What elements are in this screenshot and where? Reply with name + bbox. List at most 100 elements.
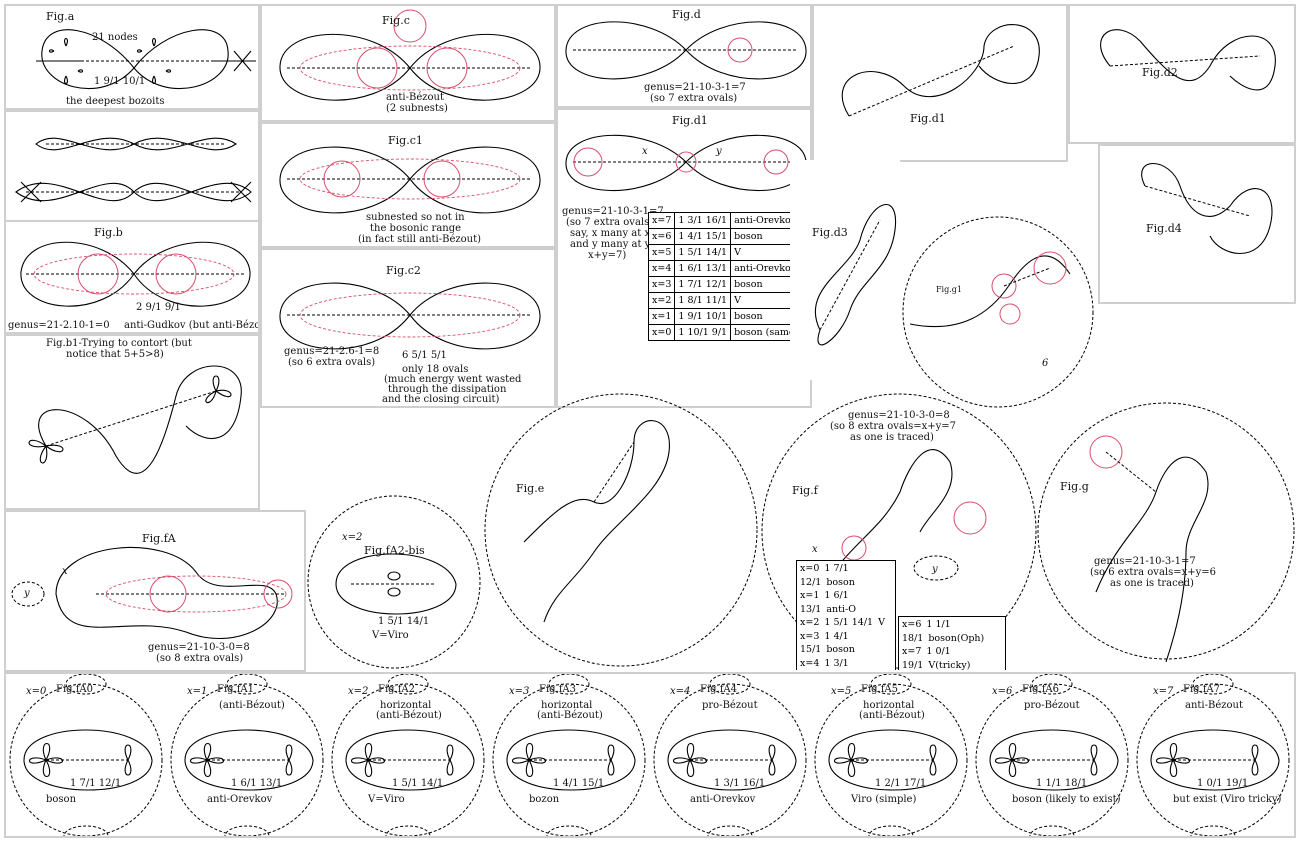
panel-fig-d4: Fig.d4 xyxy=(1098,144,1296,304)
fig-g-genus3: as one is traced) xyxy=(1110,578,1194,589)
bottom-figure-note: V=Viro xyxy=(368,794,405,805)
fig-fA-genus2: (so 8 extra ovals) xyxy=(156,653,243,664)
bottom-figure-fraction: 1 6/1 13/1 xyxy=(231,778,282,789)
fig-g1-title: Fig.g1 xyxy=(936,284,962,295)
table-d1-cell-x: x=5 xyxy=(649,245,675,261)
panel-fig-fA: Fig.fA x y genus=21-10-3-0=8 (so 8 extra… xyxy=(4,510,306,672)
fig-g1-drawing xyxy=(900,214,1096,410)
table-f-left-frac: 1 5/1 14/1 xyxy=(824,617,873,628)
fig-g-genus: genus=21-10-3-1=7 xyxy=(1094,556,1196,567)
table-f-left-x: x=1 xyxy=(800,590,819,601)
bottom-figure-title: Fig.fA7 xyxy=(1183,684,1220,695)
bottom-figure: x=6Fig.fA6pro-Bézout1 1/1 18/1boson (lik… xyxy=(972,674,1132,838)
fig-b1-drawing xyxy=(6,336,260,510)
fig-fA-genus: genus=21-10-3-0=8 xyxy=(148,642,250,653)
fig-fA2-bis-title: Fig.fA2-bis xyxy=(364,544,425,557)
fig-c-caption: anti-Bézout xyxy=(386,92,444,103)
table-d1-cell-x: x=7 xyxy=(649,213,675,229)
fig-b-fraction: 2 9/1 9/1 xyxy=(136,302,181,313)
table-d1-cell-frac: 1 4/1 15/1 xyxy=(675,229,731,245)
panel-fig-c: Fig.c anti-Bézout (2 subnests) xyxy=(260,4,556,122)
bottom-figure-x: x=0 xyxy=(26,686,46,697)
bottom-figure-top: pro-Bézout xyxy=(1024,700,1080,711)
bottom-figure-title: Fig.fA1 xyxy=(217,684,254,695)
table-d1-cell-x: x=0 xyxy=(649,325,675,341)
fig-d-title: Fig.d xyxy=(672,8,701,21)
fig-c1-caption: subnested so not in xyxy=(366,212,465,223)
bottom-figure-fraction: 1 5/1 14/1 xyxy=(392,778,443,789)
bottom-figure-fraction: 1 1/1 18/1 xyxy=(1036,778,1087,789)
fig-g-title: Fig.g xyxy=(1060,480,1089,493)
panel-fig-b: Fig.b 2 9/1 9/1 genus=21-2.10-1=0 anti-G… xyxy=(4,220,260,334)
fig-f-genus3: as one is traced) xyxy=(850,432,934,443)
fig-c2-fraction: 6 5/1 5/1 xyxy=(402,350,447,361)
fig-fA2-bis-fraction: 1 5/1 14/1 xyxy=(378,616,429,627)
bottom-figure: x=3Fig.fA3horizontal(anti-Bézout)1 4/1 1… xyxy=(489,674,649,838)
table-d1-row: x=41 6/1 13/1anti-Orevkov xyxy=(649,261,802,277)
bottom-figure-title: Fig.fA0 xyxy=(56,684,93,695)
panel-fig-f: genus=21-10-3-0=8 (so 8 extra ovals=x+y=… xyxy=(760,392,1038,670)
fig-c1-caption2: the bosonic range xyxy=(370,223,461,234)
table-f-right-x: x=7 xyxy=(902,646,921,657)
table-d1-cell-frac: 1 7/1 12/1 xyxy=(675,277,731,293)
fig-d1-genus3: say, x many at x xyxy=(570,228,650,239)
panel-fig-d1-large: Fig.d1 xyxy=(812,4,1068,162)
bottom-figure-note: anti-Orevkov xyxy=(207,794,272,805)
panel-bottom-row: x=0 Fig.fA0 1 7/1 12/1 boson x=1 Fig.fA1 (anti… xyxy=(4,672,1296,838)
bottom-figure-drawing xyxy=(489,674,649,838)
fig-b-note: anti-Gudkov (but anti-Bézout) xyxy=(124,320,260,331)
bottom-figure-fraction: 1 7/1 12/1 xyxy=(70,778,121,789)
bottom-figure-fraction: 1 0/1 19/1 xyxy=(1197,778,1248,789)
fig-b-drawing xyxy=(6,222,260,334)
fig-f-x: x xyxy=(812,544,818,555)
table-d1-cell-x: x=4 xyxy=(649,261,675,277)
fig-b1-title: Fig.b1-Trying to contort (but xyxy=(46,338,192,349)
bottom-figure-x: x=3 xyxy=(509,686,529,697)
fig-d1-genus4: and y many at y, xyxy=(570,239,652,250)
table-f-left-row: x=31 4/1 15/1boson xyxy=(800,630,892,657)
bottom-figure-note: boson (likely to exist) xyxy=(1012,794,1121,805)
bottom-figure-drawing xyxy=(811,674,971,838)
fig-fA2-bis-x: x=2 xyxy=(342,532,362,543)
fig-c2-genus: genus=21-2.6-1=8 xyxy=(284,346,379,357)
fig-c2-genus2: (so 6 extra ovals) xyxy=(288,357,375,368)
bottom-figure-drawing xyxy=(6,674,166,838)
fig-d1-large-title: Fig.d1 xyxy=(910,112,946,125)
fig-fA-x: x xyxy=(62,566,68,577)
bottom-figure-title: Fig.fA4 xyxy=(700,684,737,695)
table-f-left-row: x=41 3/1 16/1anti-O xyxy=(800,657,892,671)
bottom-figure-fraction: 1 2/1 17/1 xyxy=(875,778,926,789)
fig-fA-title: Fig.fA xyxy=(142,532,176,545)
table-d1-cell-x: x=2 xyxy=(649,293,675,309)
table-d1-cell-frac: 1 6/1 13/1 xyxy=(675,261,731,277)
fig-b-title: Fig.b xyxy=(94,226,123,239)
fig-fA2-bis-drawing xyxy=(306,494,482,670)
fig-d3-title: Fig.d3 xyxy=(812,226,848,239)
panel-fig-d1: Fig.d1 x y genus=21-10-3-1=7 (so 7 extra… xyxy=(556,108,812,408)
bottom-figure-top2: (anti-Bézout) xyxy=(376,710,442,721)
fig-a-fraction: 1 9/1 10/1 xyxy=(94,76,145,87)
fig-f-genus2: (so 8 extra ovals=x+y=7 xyxy=(830,421,956,432)
table-f-left-x: x=0 xyxy=(800,563,819,574)
bottom-figure-note: boson xyxy=(46,794,76,805)
bottom-figure-drawing xyxy=(972,674,1132,838)
table-d1-row: x=31 7/1 12/1boson xyxy=(649,277,802,293)
panel-fig-d2: Fig.d2 xyxy=(1068,4,1296,144)
fig-fA2-bis-note: V=Viro xyxy=(372,630,409,641)
bottom-figure-title: Fig.fA6 xyxy=(1022,684,1059,695)
bottom-figure-drawing xyxy=(167,674,327,838)
table-f-left: x=01 7/1 12/1bosonx=11 6/1 13/1anti-Ox=2… xyxy=(796,560,896,670)
bottom-figure-x: x=1 xyxy=(187,686,207,697)
fig-c2-title: Fig.c2 xyxy=(386,264,421,277)
fig-d1-x: x xyxy=(642,146,648,157)
fig-d1-title: Fig.d1 xyxy=(672,114,708,127)
table-f-left-type: boson xyxy=(826,644,855,655)
bottom-figure-note: but exist (Viro tricky) xyxy=(1173,794,1281,805)
